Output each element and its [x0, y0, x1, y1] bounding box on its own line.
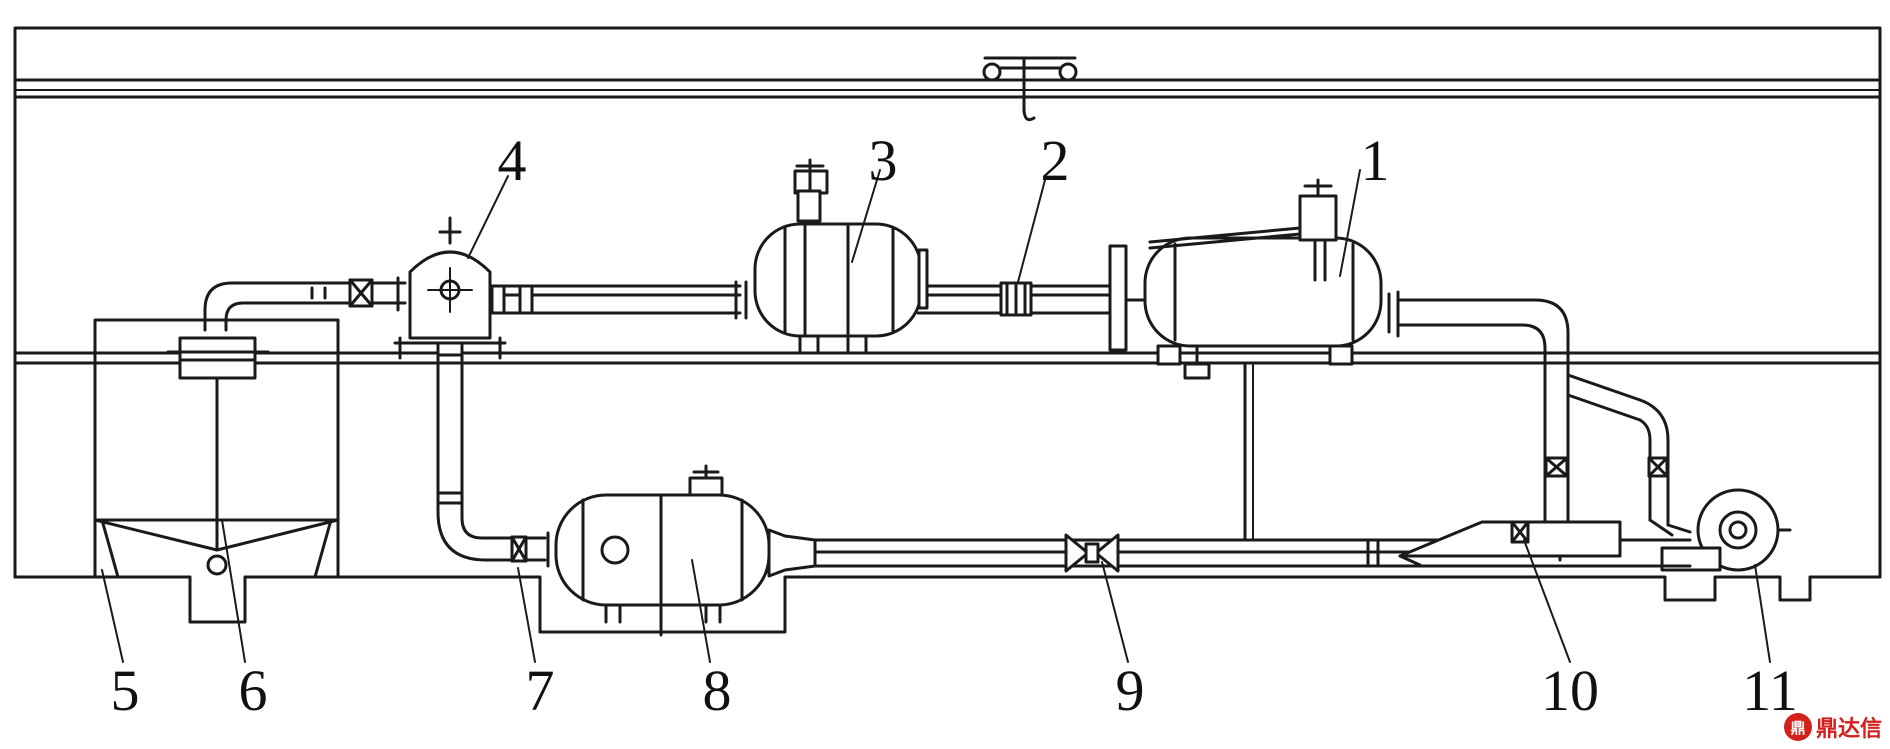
callout-5: 5 [111, 658, 140, 723]
callout-10: 10 [1541, 658, 1599, 723]
valve-7 [510, 531, 550, 568]
callout-3: 3 [869, 128, 898, 193]
callout-11: 11 [1742, 658, 1798, 723]
enclosure-frame [13, 26, 1882, 634]
callout-labels: 1 2 3 4 5 6 7 8 9 10 11 [111, 128, 1798, 723]
callout-8: 8 [703, 658, 732, 723]
callout-1: 1 [1361, 128, 1390, 193]
component-8-vessel [554, 464, 817, 637]
leader-lines [101, 169, 1771, 663]
watermark: 鼎 鼎达信 [1783, 711, 1882, 743]
overhead-crane-hook [982, 56, 1078, 122]
callout-6: 6 [239, 658, 268, 723]
upper-pipeline [203, 281, 1122, 332]
callout-7: 7 [526, 658, 555, 723]
component-10-ejector [1398, 520, 1622, 567]
component-1-vessel [1108, 178, 1400, 380]
component-3-vessel [734, 158, 929, 354]
vertical-downcomer [436, 353, 547, 562]
component-11-pump [1660, 488, 1792, 572]
component-2-coupling [999, 281, 1033, 317]
valve-upper [348, 276, 400, 312]
return-valves [1544, 456, 1669, 478]
watermark-logo-icon: 鼎 [1783, 713, 1812, 741]
callout-4: 4 [498, 128, 527, 193]
component-6-tank [93, 318, 340, 579]
callout-9: 9 [1116, 658, 1145, 723]
component-4-separator [393, 216, 534, 360]
watermark-text: 鼎达信 [1815, 717, 1882, 742]
component-9-orifice [1064, 533, 1120, 573]
callout-2: 2 [1041, 128, 1070, 193]
